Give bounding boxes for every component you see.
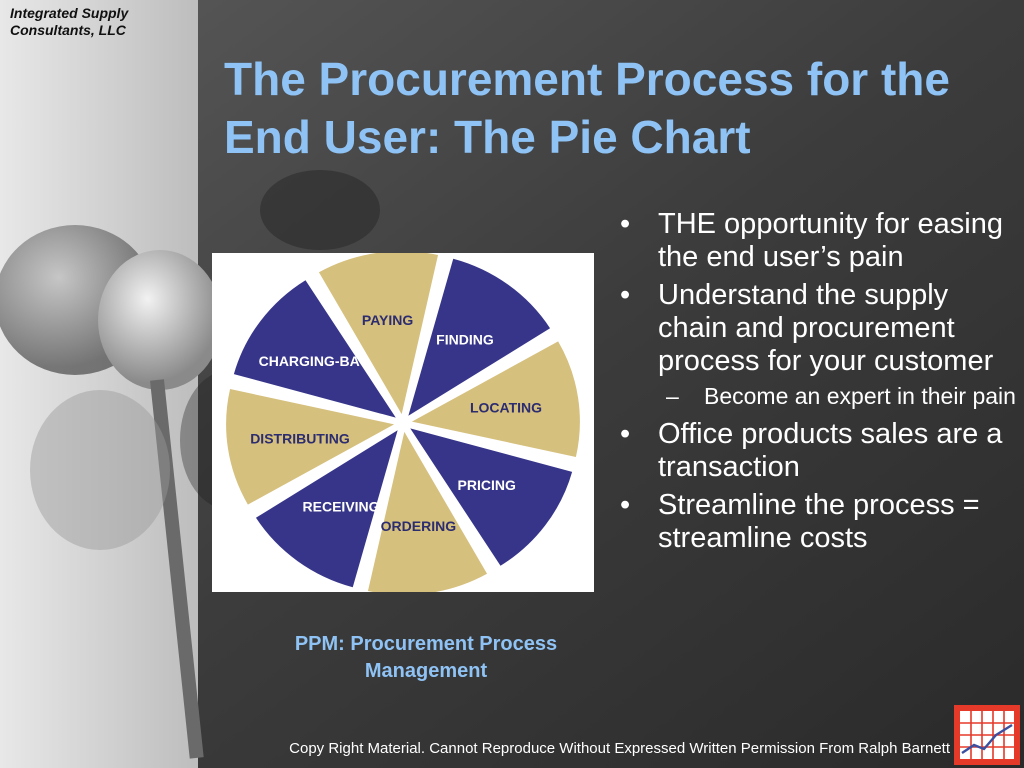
sub-bullet-item: Become an expert in their pain — [620, 383, 1018, 410]
pie-caption: PPM: Procurement Process Management — [294, 633, 558, 682]
pie-slice-finding — [408, 258, 551, 416]
pie-label-charging-back: CHARGING-BACK — [259, 353, 380, 369]
pie-slice-charging-back — [233, 280, 396, 418]
pie-label-paying: PAYING — [362, 312, 413, 328]
bullet-list: THE opportunity for easing the end user’… — [620, 208, 1018, 560]
bullet-item: Office products sales are a transaction — [620, 418, 1018, 484]
company-name: Integrated Supply Consultants, LLC — [10, 5, 129, 38]
pie-slice-locating — [411, 341, 580, 457]
bullet-item: Understand the supply chain and procurem… — [620, 279, 1018, 378]
bullet-item: Streamline the process = streamline cost… — [620, 489, 1018, 555]
pie-slice-receiving — [255, 430, 398, 588]
bullet-item: THE opportunity for easing the end user’… — [620, 208, 1018, 274]
chart-grid-logo-icon — [954, 705, 1020, 765]
pie-label-distributing: DISTRIBUTING — [250, 430, 350, 446]
pie-label-pricing: PRICING — [458, 477, 516, 493]
copyright-footer: Copy Right Material. Cannot Reproduce Wi… — [289, 740, 950, 757]
pie-slice-ordering — [367, 431, 488, 592]
pie-label-finding: FINDING — [436, 331, 494, 347]
pie-label-locating: LOCATING — [470, 400, 542, 416]
pie-label-receiving: RECEIVING — [303, 499, 380, 515]
pie-slice-paying — [318, 253, 439, 415]
pie-slice-distributing — [226, 389, 395, 505]
pie-label-ordering: ORDERING — [381, 518, 457, 534]
slide-title: The Procurement Process for the End User… — [224, 53, 950, 163]
pie-slice-pricing — [410, 428, 573, 566]
